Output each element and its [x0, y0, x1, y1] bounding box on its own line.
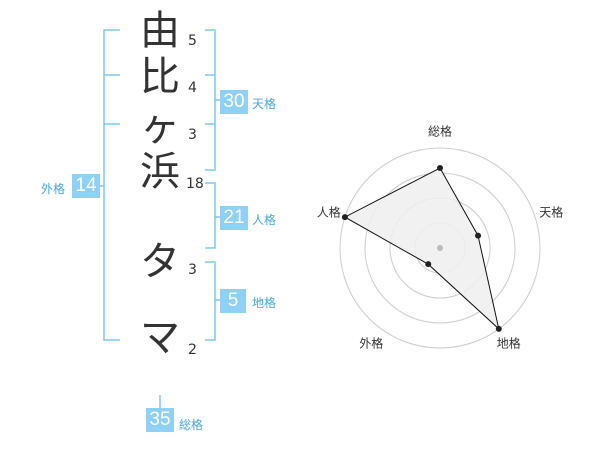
- radar-point-5: [341, 214, 348, 221]
- chikaku-label: 地格: [252, 296, 277, 310]
- chikaku-bracket: [205, 261, 216, 341]
- radar-label-5: 人格: [316, 205, 341, 220]
- name-char-4: 浜: [140, 149, 180, 195]
- radar-point-3: [495, 325, 502, 332]
- radar-grid-ring: [339, 147, 541, 349]
- name-char-2: 比: [140, 54, 180, 100]
- radar-point-4: [425, 261, 432, 268]
- radar-label-2: 天格: [539, 205, 564, 220]
- jinkaku-value: 21: [220, 206, 248, 230]
- name-char-1: 由: [140, 8, 180, 54]
- radar-label-4: 外格: [359, 336, 384, 351]
- radar-center: [437, 245, 443, 251]
- radar-point-1: [437, 165, 443, 171]
- stroke-count-2: 4: [188, 80, 197, 96]
- radar-area: [343, 167, 500, 331]
- radar-label-3: 地格: [496, 336, 521, 351]
- stroke-count-1: 5: [188, 33, 197, 49]
- jinkaku-label: 人格: [252, 213, 277, 227]
- name-char-3: ヶ: [140, 104, 180, 150]
- radar-label-1: 総格: [427, 124, 453, 139]
- name-char-6: マ: [140, 315, 180, 361]
- jinkaku-bracket: [205, 182, 216, 249]
- stroke-count-6: 2: [188, 342, 197, 358]
- chikaku-value: 5: [220, 289, 246, 313]
- soukaku-label: 総格: [179, 418, 204, 432]
- stroke-count-3: 3: [188, 127, 197, 143]
- name-char-5: タ: [140, 239, 180, 285]
- tenkaku-value: 30: [220, 90, 248, 114]
- tenkaku-label: 天格: [252, 97, 277, 111]
- soukaku-value: 35: [146, 408, 174, 432]
- gaikaku-label: 外格: [41, 182, 66, 196]
- stroke-count-4: 18: [186, 176, 204, 192]
- gaikaku-bracket: [103, 29, 120, 341]
- gaikaku-value: 14: [72, 174, 100, 198]
- radar-point-2: [475, 232, 482, 239]
- stroke-count-5: 3: [188, 262, 197, 278]
